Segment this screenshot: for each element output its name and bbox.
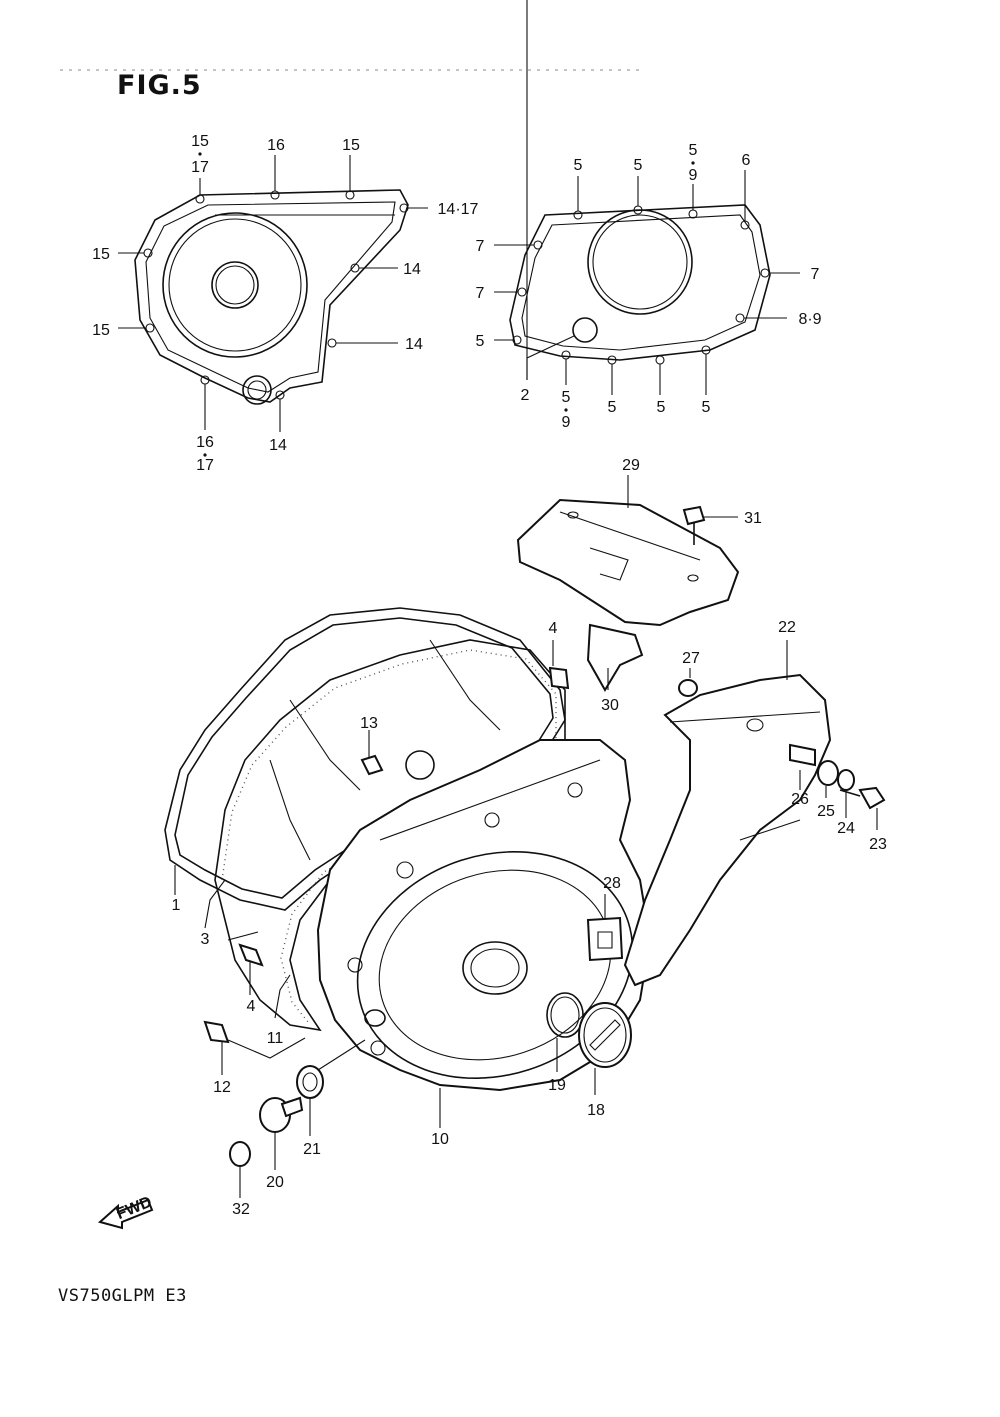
callout: 30 xyxy=(601,697,619,714)
callout: 17 xyxy=(191,159,209,176)
callout: 7 xyxy=(476,285,485,302)
callout: 5 xyxy=(634,157,643,174)
clutch-cover-outline xyxy=(494,0,800,395)
callout: 7 xyxy=(811,266,820,283)
callout: 14 xyxy=(269,437,287,454)
callout: 5 xyxy=(608,399,617,416)
callout: 1 xyxy=(172,897,181,914)
callout: 3 xyxy=(201,931,210,948)
callout: 15 xyxy=(92,322,110,339)
callout: 14 xyxy=(403,261,421,278)
callout: 28 xyxy=(603,875,621,892)
callout: 26 xyxy=(791,791,809,808)
washer-21 xyxy=(296,1065,324,1136)
figure-title: FIG.5 xyxy=(117,70,202,101)
callout: 9 xyxy=(689,167,698,184)
fwd-arrow-icon: FWD xyxy=(97,1194,154,1230)
collar-26 xyxy=(789,743,816,790)
callout: 2 xyxy=(521,387,530,404)
callout: 13 xyxy=(360,715,378,732)
callout: 29 xyxy=(622,457,640,474)
callout: 18 xyxy=(587,1102,605,1119)
cushion-28 xyxy=(586,894,624,962)
callout: 27 xyxy=(682,650,700,667)
callout: 9 xyxy=(562,414,571,431)
oil-seal xyxy=(405,750,435,780)
belt-cover-22 xyxy=(623,640,832,987)
callout: 16 xyxy=(196,434,214,451)
dowel-pin-4-upper xyxy=(548,640,570,690)
callout: 31 xyxy=(744,510,762,527)
callout: 12 xyxy=(213,1079,231,1096)
callout: 5 xyxy=(574,157,583,174)
callout-labels: 15 17 16 15 14·17 15 14 15 14 16 17 14 5… xyxy=(92,133,887,1218)
o-ring-19 xyxy=(546,992,584,1072)
callout: 32 xyxy=(232,1201,250,1218)
callout: 19 xyxy=(548,1077,566,1094)
callout: 15 xyxy=(92,246,110,263)
callout: 5 xyxy=(476,333,485,350)
callout: 5 xyxy=(689,142,698,159)
callout: 5 xyxy=(657,399,666,416)
dowel-pin-13 xyxy=(360,730,384,776)
callout: 20 xyxy=(266,1174,284,1191)
callout: 6 xyxy=(742,152,751,169)
grommet-25 xyxy=(817,760,839,798)
callout: 4 xyxy=(549,620,558,637)
callout: 21 xyxy=(303,1141,321,1158)
cover-29 xyxy=(516,475,740,627)
callout: 8·9 xyxy=(798,311,821,328)
callout: 15 xyxy=(191,133,209,150)
callout: 25 xyxy=(817,803,835,820)
plug-18 xyxy=(578,1002,632,1095)
callout: 7 xyxy=(476,238,485,255)
callout: 5 xyxy=(702,399,711,416)
callout: 16 xyxy=(267,137,285,154)
callout: 15 xyxy=(342,137,360,154)
callout: 24 xyxy=(837,820,855,837)
bolt-23 xyxy=(839,786,886,830)
callout: 14 xyxy=(405,336,423,353)
model-code: VS750GLPM E3 xyxy=(58,1286,187,1306)
callout: 14·17 xyxy=(438,201,479,218)
dowel-pin-12 xyxy=(203,1020,306,1075)
dowel-pin-4-lower xyxy=(227,931,264,995)
callout: 10 xyxy=(431,1131,449,1148)
bolt-31 xyxy=(682,505,738,545)
cap-32 xyxy=(229,1141,251,1198)
grommet-27 xyxy=(678,668,698,697)
fwd-label: FWD xyxy=(114,1194,154,1223)
callout: 23 xyxy=(869,836,887,853)
callout: 5 xyxy=(562,389,571,406)
generator-cover-outline xyxy=(118,155,428,432)
callout: 22 xyxy=(778,619,796,636)
callout: 4 xyxy=(247,998,256,1015)
bolt-20 xyxy=(259,1096,304,1170)
washer-24 xyxy=(837,769,855,818)
callout: 11 xyxy=(267,1030,284,1047)
clutch-cover-10 xyxy=(316,739,652,1128)
callout: 17 xyxy=(196,457,214,474)
cushion-30 xyxy=(586,623,644,692)
